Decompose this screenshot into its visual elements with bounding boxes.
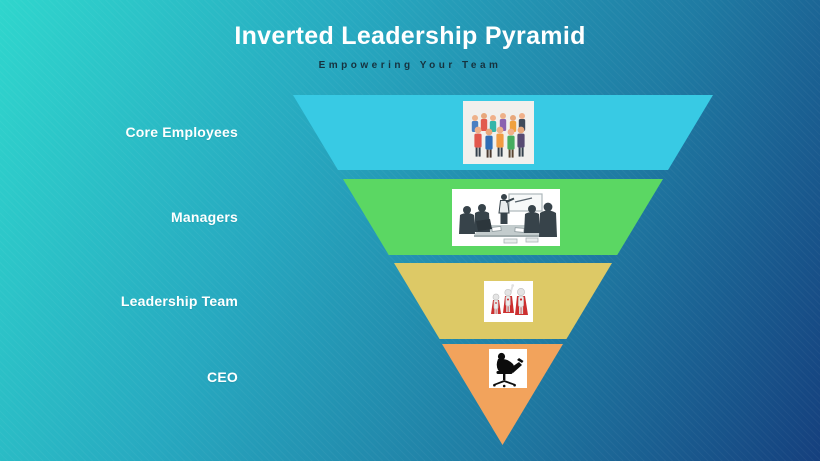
slide-subtitle: Empowering Your Team [318, 60, 502, 71]
managers-meeting-image [452, 189, 560, 246]
level-labels-column: Core Employees Managers Leadership Team … [0, 95, 238, 445]
level-label-managers: Managers [171, 209, 238, 225]
slide-title: Inverted Leadership Pyramid [234, 22, 586, 50]
level-label-leadership-team: Leadership Team [120, 293, 238, 309]
level-label-core-employees: Core Employees [125, 124, 238, 140]
inverted-pyramid [293, 95, 713, 445]
crowd-of-employees-image [463, 101, 534, 164]
leadership-superheroes-image [484, 281, 533, 322]
ceo-in-chair-image [489, 349, 527, 388]
slide-header: Inverted Leadership Pyramid Empowering Y… [0, 22, 820, 71]
level-label-ceo: CEO [207, 369, 238, 385]
